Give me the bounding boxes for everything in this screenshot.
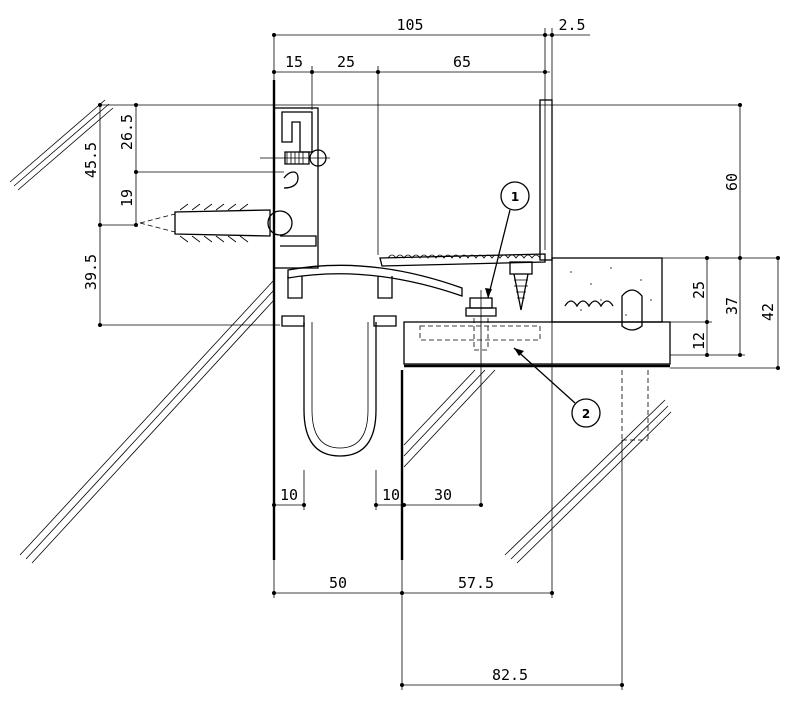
aluminium-profile [272, 80, 553, 560]
dim-bottom-57-5: 57.5 [458, 574, 494, 592]
cover-profile [287, 253, 546, 297]
support-plate [403, 321, 671, 441]
dim-right-25: 25 [690, 281, 708, 299]
dim-right-12: 12 [690, 332, 708, 350]
clip-right [373, 276, 397, 327]
slab-hatching-lower-right [504, 399, 672, 564]
dim-top-2-5: 2.5 [558, 16, 585, 34]
callout-1: 1 [485, 181, 530, 299]
u-seal [303, 322, 377, 457]
dim-right-42: 42 [759, 303, 777, 321]
dim-left-19: 19 [118, 189, 136, 207]
slab-hatching-lower-mid [403, 369, 496, 468]
dim-bottom-50: 50 [329, 574, 347, 592]
callout-2: 2 [513, 347, 601, 428]
screw-icon [260, 149, 330, 167]
dim-mid-10a: 10 [280, 486, 298, 504]
screed-block [551, 257, 663, 331]
dim-top-65: 65 [453, 53, 471, 71]
callout-2-label: 2 [582, 407, 590, 421]
dim-mid-10b: 10 [382, 486, 400, 504]
dim-mid-30: 30 [434, 486, 452, 504]
dim-top-25: 25 [337, 53, 355, 71]
dim-bottom-82-5: 82.5 [492, 666, 528, 684]
dowel-anchor-icon [139, 203, 293, 243]
fixing-screw-icon [465, 290, 497, 505]
dim-right-37: 37 [723, 297, 741, 315]
wall-hatching-upper-left [9, 99, 114, 191]
dim-top-15: 15 [285, 53, 303, 71]
wall-hatching-lower-left [19, 279, 275, 564]
dim-top-105: 105 [396, 16, 423, 34]
dim-right-60: 60 [723, 173, 741, 191]
self-tapping-screw-icon [509, 261, 533, 311]
dim-left-45-5: 45.5 [82, 142, 100, 178]
dim-left-26-5: 26.5 [118, 114, 136, 150]
dimension-lines [98, 28, 780, 690]
clip-left [281, 276, 305, 327]
callout-1-label: 1 [511, 190, 519, 204]
dim-left-39-5: 39.5 [82, 254, 100, 290]
